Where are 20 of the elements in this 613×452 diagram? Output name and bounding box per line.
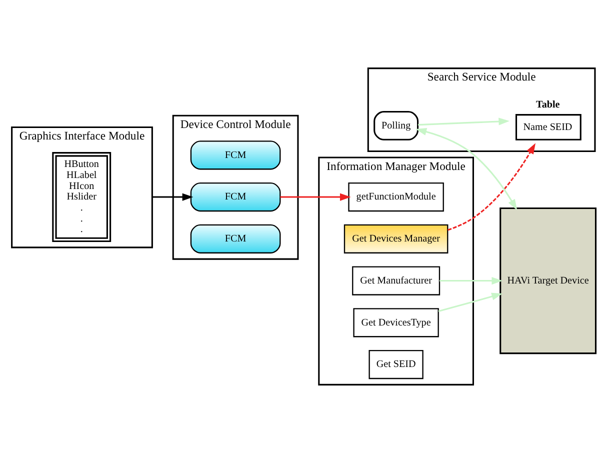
node-box: Get DevicesType: [353, 308, 439, 337]
node-box: Get SEID: [368, 350, 424, 379]
arrow: [438, 292, 503, 312]
arrow: [448, 142, 536, 230]
node-box: FCM: [190, 224, 281, 253]
node-box: FCM: [190, 182, 281, 212]
node-box: Polling: [374, 110, 419, 140]
node-box: Get Devices Manager: [344, 224, 448, 253]
arrow: [418, 117, 510, 126]
node-box: Name SEID: [516, 114, 582, 140]
node-box: FCM: [190, 140, 281, 170]
node-box: Get Manufacturer: [352, 266, 440, 295]
arrow: [416, 128, 518, 210]
arrow: [152, 192, 194, 200]
node-box: HAVi Target Device: [500, 207, 597, 354]
node-box: HButton HLabel HIcon Hslider . . .: [52, 152, 112, 242]
arrow: [440, 276, 503, 284]
node-label: Table: [536, 98, 560, 110]
arrow: [280, 192, 351, 200]
node-box: getFunctionModule: [348, 182, 444, 212]
